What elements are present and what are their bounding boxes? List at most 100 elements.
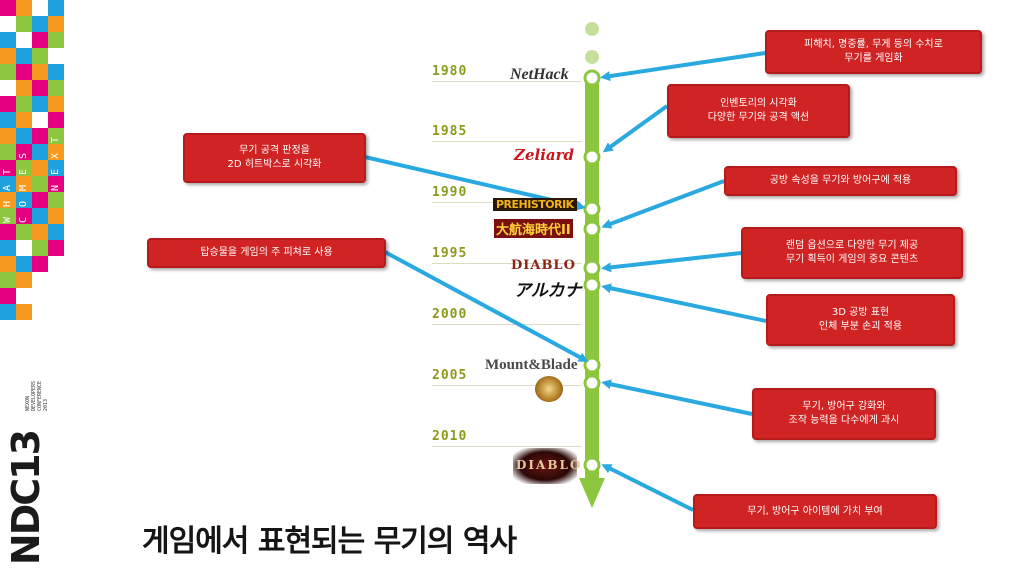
decorative-square xyxy=(48,48,64,64)
decorative-square xyxy=(48,208,64,224)
year-divider xyxy=(432,385,582,386)
decorative-square xyxy=(48,16,64,32)
decorative-square xyxy=(0,192,16,208)
timeline-dot xyxy=(583,374,601,392)
decorative-square xyxy=(0,288,16,304)
game-logo-diablo3: DIABLO xyxy=(516,458,583,472)
decorative-square xyxy=(16,304,32,320)
decorative-square xyxy=(0,144,16,160)
callout-random-options: 랜덤 옵션으로 다양한 무기 제공 무기 획득이 게임의 중요 콘텐츠 xyxy=(741,227,963,279)
callout-text: 무기, 방어구 아이템에 가치 부여 xyxy=(747,505,883,517)
decorative-square xyxy=(48,224,64,240)
callout-inventory: 인벤토리의 시각화 다양한 무기와 공격 액션 xyxy=(667,84,850,138)
decorative-square xyxy=(32,256,48,272)
callout-numeric-weapons: 피해치, 명중률, 무게 등의 수치로 무기를 게임화 xyxy=(765,30,982,74)
callout-text: 탑승물을 게임의 주 피쳐로 사용 xyxy=(200,247,333,258)
decorative-square xyxy=(0,96,16,112)
callout-text: 피해치, 명중률, 무게 등의 수치로 무기를 게임화 xyxy=(804,39,943,64)
decorative-square xyxy=(32,192,48,208)
callout-enhancement: 무기, 방어구 강화와 조작 능력을 다수에게 과시 xyxy=(752,388,936,440)
decorative-square xyxy=(32,128,48,144)
decorative-square xyxy=(32,80,48,96)
year-divider xyxy=(432,324,582,325)
decorative-square xyxy=(16,0,32,16)
decorative-square xyxy=(16,224,32,240)
callout-item-value: 무기, 방어구 아이템에 가치 부여 xyxy=(693,494,937,529)
decorative-square xyxy=(32,240,48,256)
year-label-2005: 2005 xyxy=(432,368,468,383)
decorative-square xyxy=(0,272,16,288)
callout-hitbox: 무기 공격 판정을 2D 히트박스로 시각화 xyxy=(183,133,366,183)
year-divider xyxy=(432,141,582,142)
callout-text: 공방 속성을 무기와 방어구에 적용 xyxy=(769,175,912,186)
decorative-square xyxy=(0,64,16,80)
decorative-square xyxy=(0,128,16,144)
arrow-c2 xyxy=(602,104,669,153)
game-logo-arcanoid: アルカナ xyxy=(514,281,582,301)
game-logo-daikoukai: 大航海時代II xyxy=(494,219,573,238)
decorative-square xyxy=(0,304,16,320)
decorative-square xyxy=(16,96,32,112)
decorative-square xyxy=(48,160,64,176)
decorative-square xyxy=(48,32,64,48)
timeline-lead-dot xyxy=(585,22,599,36)
callout-attack-defense-attr: 공방 속성을 무기와 방어구에 적용 xyxy=(724,166,957,196)
game-logo-mountblade: Mount&Blade xyxy=(485,357,578,373)
decorative-square xyxy=(0,16,16,32)
decorative-square xyxy=(48,96,64,112)
decorative-square xyxy=(32,160,48,176)
decorative-square xyxy=(0,224,16,240)
callout-text: 무기, 방어구 강화와 조작 능력을 다수에게 과시 xyxy=(788,401,900,426)
year-divider xyxy=(432,446,582,447)
decorative-square xyxy=(16,160,32,176)
callout-text: 3D 공방 표현 인체 부분 손괴 적용 xyxy=(818,307,903,332)
game-logo-diablo: DIABLO xyxy=(511,258,576,273)
decorative-square xyxy=(16,112,32,128)
decorative-square xyxy=(48,192,64,208)
timeline-arrowhead xyxy=(579,478,605,508)
decorative-square xyxy=(48,144,64,160)
timeline-dot xyxy=(583,259,601,277)
arrow-c4 xyxy=(601,179,725,229)
year-label-2010: 2010 xyxy=(432,429,468,444)
decorative-square xyxy=(16,64,32,80)
decorative-square xyxy=(0,176,16,192)
timeline-dot xyxy=(583,148,601,166)
decorative-square xyxy=(0,112,16,128)
decorative-square xyxy=(32,176,48,192)
timeline-dot xyxy=(583,356,601,374)
decorative-square xyxy=(16,256,32,272)
year-label-1995: 1995 xyxy=(432,246,468,261)
decorative-square xyxy=(0,48,16,64)
decorative-square xyxy=(32,112,48,128)
decorative-square xyxy=(16,192,32,208)
arrow-c8 xyxy=(601,379,753,416)
callout-text: 랜덤 옵션으로 다양한 무기 제공 무기 획득이 게임의 중요 콘텐츠 xyxy=(785,240,919,265)
decorative-square xyxy=(16,128,32,144)
decorative-square xyxy=(0,32,16,48)
decorative-square xyxy=(0,80,16,96)
decorative-square xyxy=(32,144,48,160)
game-logo-diablo3-bg xyxy=(513,448,577,484)
decorative-square xyxy=(32,0,48,16)
decorative-square xyxy=(48,112,64,128)
game-logo-zeliard: Zeliard xyxy=(514,146,574,164)
year-label-2000: 2000 xyxy=(432,307,468,322)
game-logo-emblem xyxy=(535,376,563,402)
decorative-square xyxy=(0,160,16,176)
decorative-square xyxy=(16,208,32,224)
arrow-c1 xyxy=(600,51,766,82)
game-logo-prehistorik: PREHISTORIK xyxy=(493,198,577,211)
year-label-1990: 1990 xyxy=(432,185,468,200)
decorative-square xyxy=(32,32,48,48)
timeline-dot xyxy=(583,200,601,218)
year-label-1985: 1985 xyxy=(432,124,468,139)
year-divider xyxy=(432,81,582,82)
decorative-square xyxy=(32,48,48,64)
timeline-dot xyxy=(583,220,601,238)
decorative-square xyxy=(48,0,64,16)
decorative-square xyxy=(16,16,32,32)
callout-text: 무기 공격 판정을 2D 히트박스로 시각화 xyxy=(227,145,322,170)
